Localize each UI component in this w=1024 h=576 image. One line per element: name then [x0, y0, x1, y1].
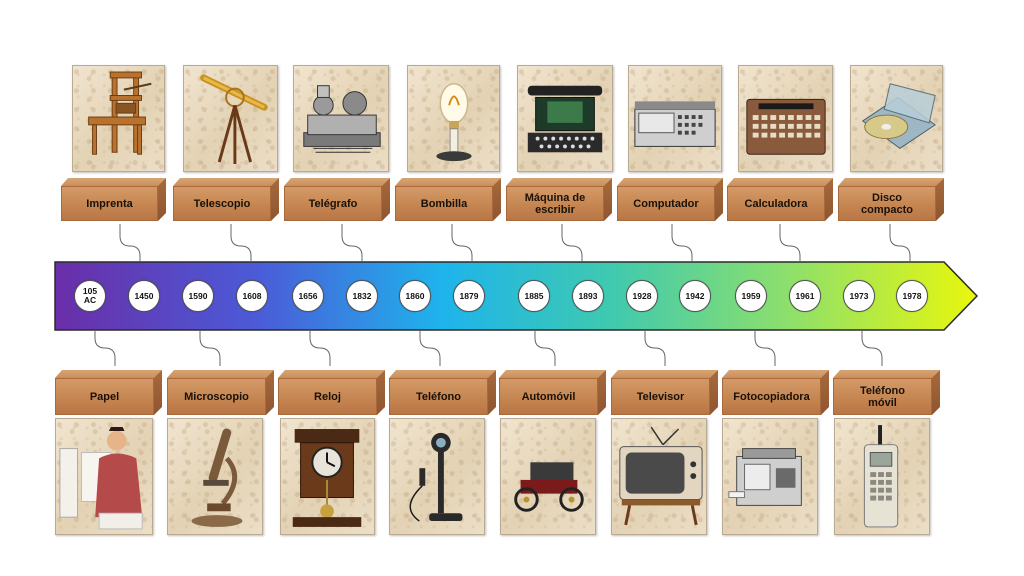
telegraph-icon: [303, 85, 381, 153]
computer-icon: [634, 101, 716, 147]
invention-label: Televisor: [611, 378, 710, 415]
compact-disc-icon: [861, 83, 937, 149]
year-marker: 1942: [679, 280, 711, 312]
photo-disco-compacto: [850, 65, 943, 172]
automobile-icon: [514, 462, 584, 512]
invention-label: Imprenta: [61, 186, 158, 221]
photo-automovil: [500, 418, 596, 535]
microscope-icon: [191, 428, 243, 527]
invention-box-imprenta: Imprenta: [61, 178, 166, 221]
mobile-phone-icon: [863, 425, 899, 528]
invention-box-fotocopiadora: Fotocopiadora: [722, 370, 829, 415]
photo-telescopio: [183, 65, 278, 172]
invention-label: Fotocopiadora: [722, 378, 821, 415]
year-marker: 1959: [735, 280, 767, 312]
candlestick-telephone-icon: [409, 432, 463, 522]
year-marker: 1973: [843, 280, 875, 312]
pendulum-clock-icon: [292, 429, 362, 527]
year-marker: 1590: [182, 280, 214, 312]
invention-label: Telescopio: [173, 186, 271, 221]
invention-label: Disco compacto: [838, 186, 936, 221]
year-marker: 1608: [236, 280, 268, 312]
year-marker: 1450: [128, 280, 160, 312]
photo-telefono: [389, 418, 485, 535]
invention-box-papel: Papel: [55, 370, 162, 415]
typewriter-icon: [527, 85, 603, 153]
invention-label: Máquina de escribir: [506, 186, 604, 221]
invention-label: Telégrafo: [284, 186, 382, 221]
invention-box-televisor: Televisor: [611, 370, 718, 415]
invention-box-automovil: Automóvil: [499, 370, 606, 415]
photo-imprenta: [72, 65, 165, 172]
invention-box-telegrafo: Telégrafo: [284, 178, 390, 221]
invention-box-bombilla: Bombilla: [395, 178, 501, 221]
invention-box-telefono-movil: Teléfono móvil: [833, 370, 940, 415]
year-marker: 1860: [399, 280, 431, 312]
year-marker: 1893: [572, 280, 604, 312]
year-marker: 1928: [626, 280, 658, 312]
photo-bombilla: [407, 65, 500, 172]
light-bulb-icon: [436, 83, 472, 162]
year-marker: 1961: [789, 280, 821, 312]
photo-telegrafo: [293, 65, 389, 172]
invention-box-telescopio: Telescopio: [173, 178, 279, 221]
year-marker: 105 AC: [74, 280, 106, 312]
invention-label: Bombilla: [395, 186, 493, 221]
year-marker: 1832: [346, 280, 378, 312]
paper-making-icon: [59, 427, 143, 530]
invention-box-microscopio: Microscopio: [167, 370, 274, 415]
year-marker: 1656: [292, 280, 324, 312]
photo-telefono-movil: [834, 418, 930, 535]
photo-fotocopiadora: [722, 418, 818, 535]
invention-label: Teléfono móvil: [833, 378, 932, 415]
television-icon: [619, 426, 703, 526]
invention-label: Teléfono: [389, 378, 488, 415]
invention-box-calculadora: Calculadora: [727, 178, 833, 221]
invention-label: Calculadora: [727, 186, 825, 221]
invention-label: Reloj: [278, 378, 377, 415]
photo-televisor: [611, 418, 707, 535]
year-marker: 1978: [896, 280, 928, 312]
invention-box-telefono: Teléfono: [389, 370, 496, 415]
invention-box-computador: Computador: [617, 178, 723, 221]
photo-reloj: [280, 418, 375, 535]
photo-papel: [55, 418, 153, 535]
invention-label: Computador: [617, 186, 715, 221]
photo-computador: [628, 65, 722, 172]
photo-maquina-de-escribir: [517, 65, 613, 172]
photo-microscopio: [167, 418, 263, 535]
calculator-icon: [746, 98, 826, 155]
photocopier-icon: [728, 448, 802, 506]
printing-press-icon: [88, 71, 152, 155]
invention-label: Automóvil: [499, 378, 598, 415]
invention-label: Microscopio: [167, 378, 266, 415]
invention-box-disco-compacto: Disco compacto: [838, 178, 944, 221]
year-marker: 1879: [453, 280, 485, 312]
invention-box-reloj: Reloj: [278, 370, 385, 415]
year-marker: 1885: [518, 280, 550, 312]
invention-label: Papel: [55, 378, 154, 415]
photo-calculadora: [738, 65, 833, 172]
invention-box-maquina-de-escribir: Máquina de escribir: [506, 178, 612, 221]
telescope-icon: [200, 74, 268, 165]
